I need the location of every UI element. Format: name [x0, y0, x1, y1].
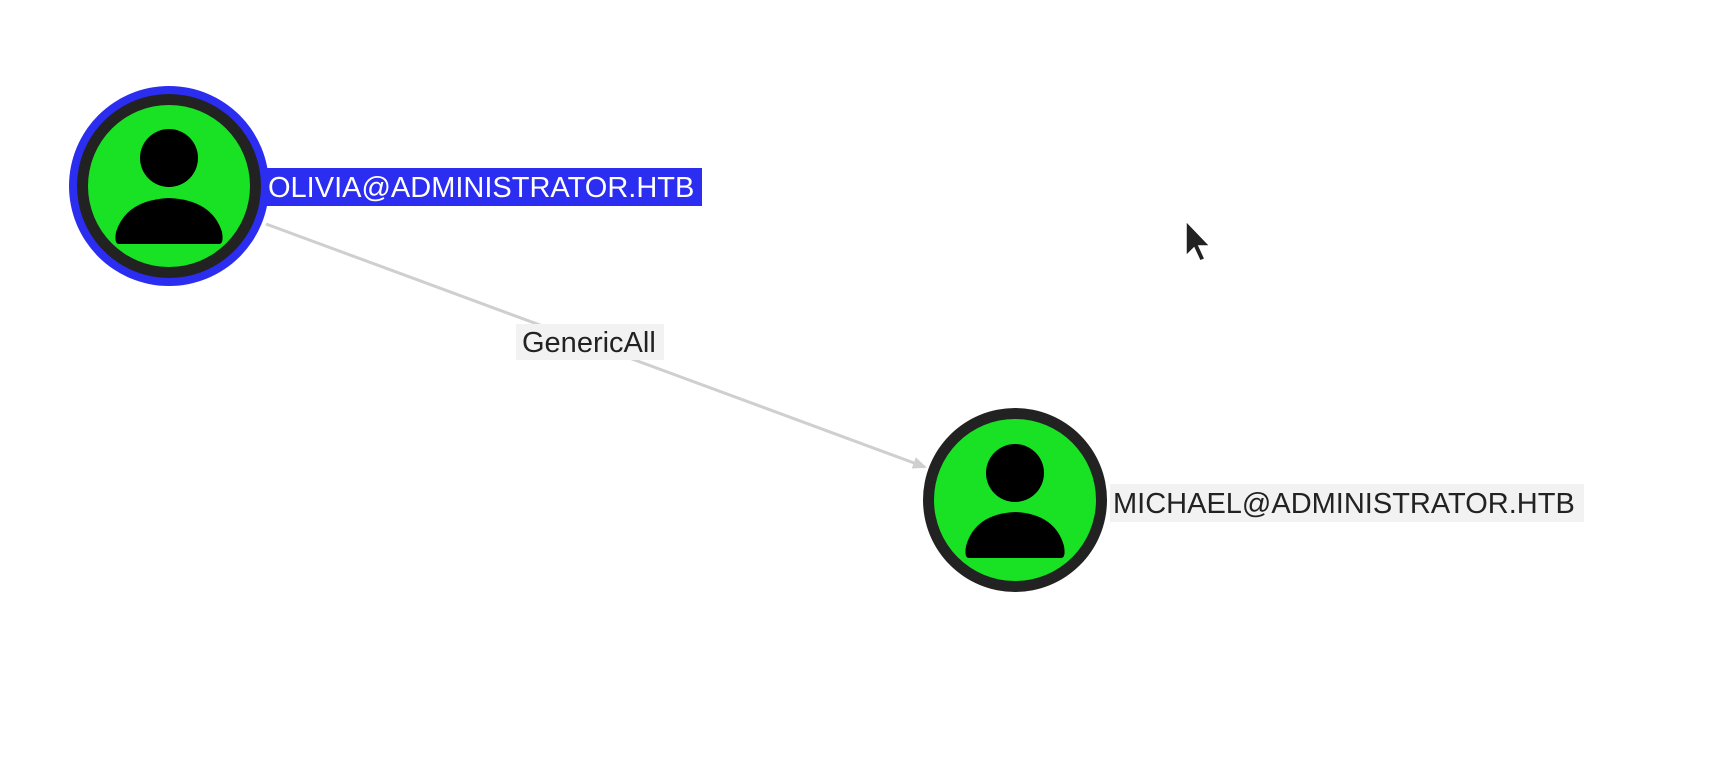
edge-genericall[interactable]: GenericAll: [265, 222, 927, 469]
node-label[interactable]: OLIVIA@ADMINISTRATOR.HTB: [268, 172, 694, 204]
node-olivia[interactable]: OLIVIA@ADMINISTRATOR.HTB: [69, 86, 702, 286]
mouse-pointer-icon: [1185, 219, 1212, 262]
node-michael[interactable]: MICHAEL@ADMINISTRATOR.HTB: [923, 408, 1584, 592]
node-label-background: [1110, 484, 1584, 522]
edge-label-background: [516, 324, 664, 360]
node-label-background: [266, 168, 702, 206]
user-icon: [115, 129, 223, 244]
user-icon: [965, 444, 1065, 558]
node-label[interactable]: MICHAEL@ADMINISTRATOR.HTB: [1113, 488, 1575, 520]
edge-label[interactable]: GenericAll: [522, 327, 656, 359]
